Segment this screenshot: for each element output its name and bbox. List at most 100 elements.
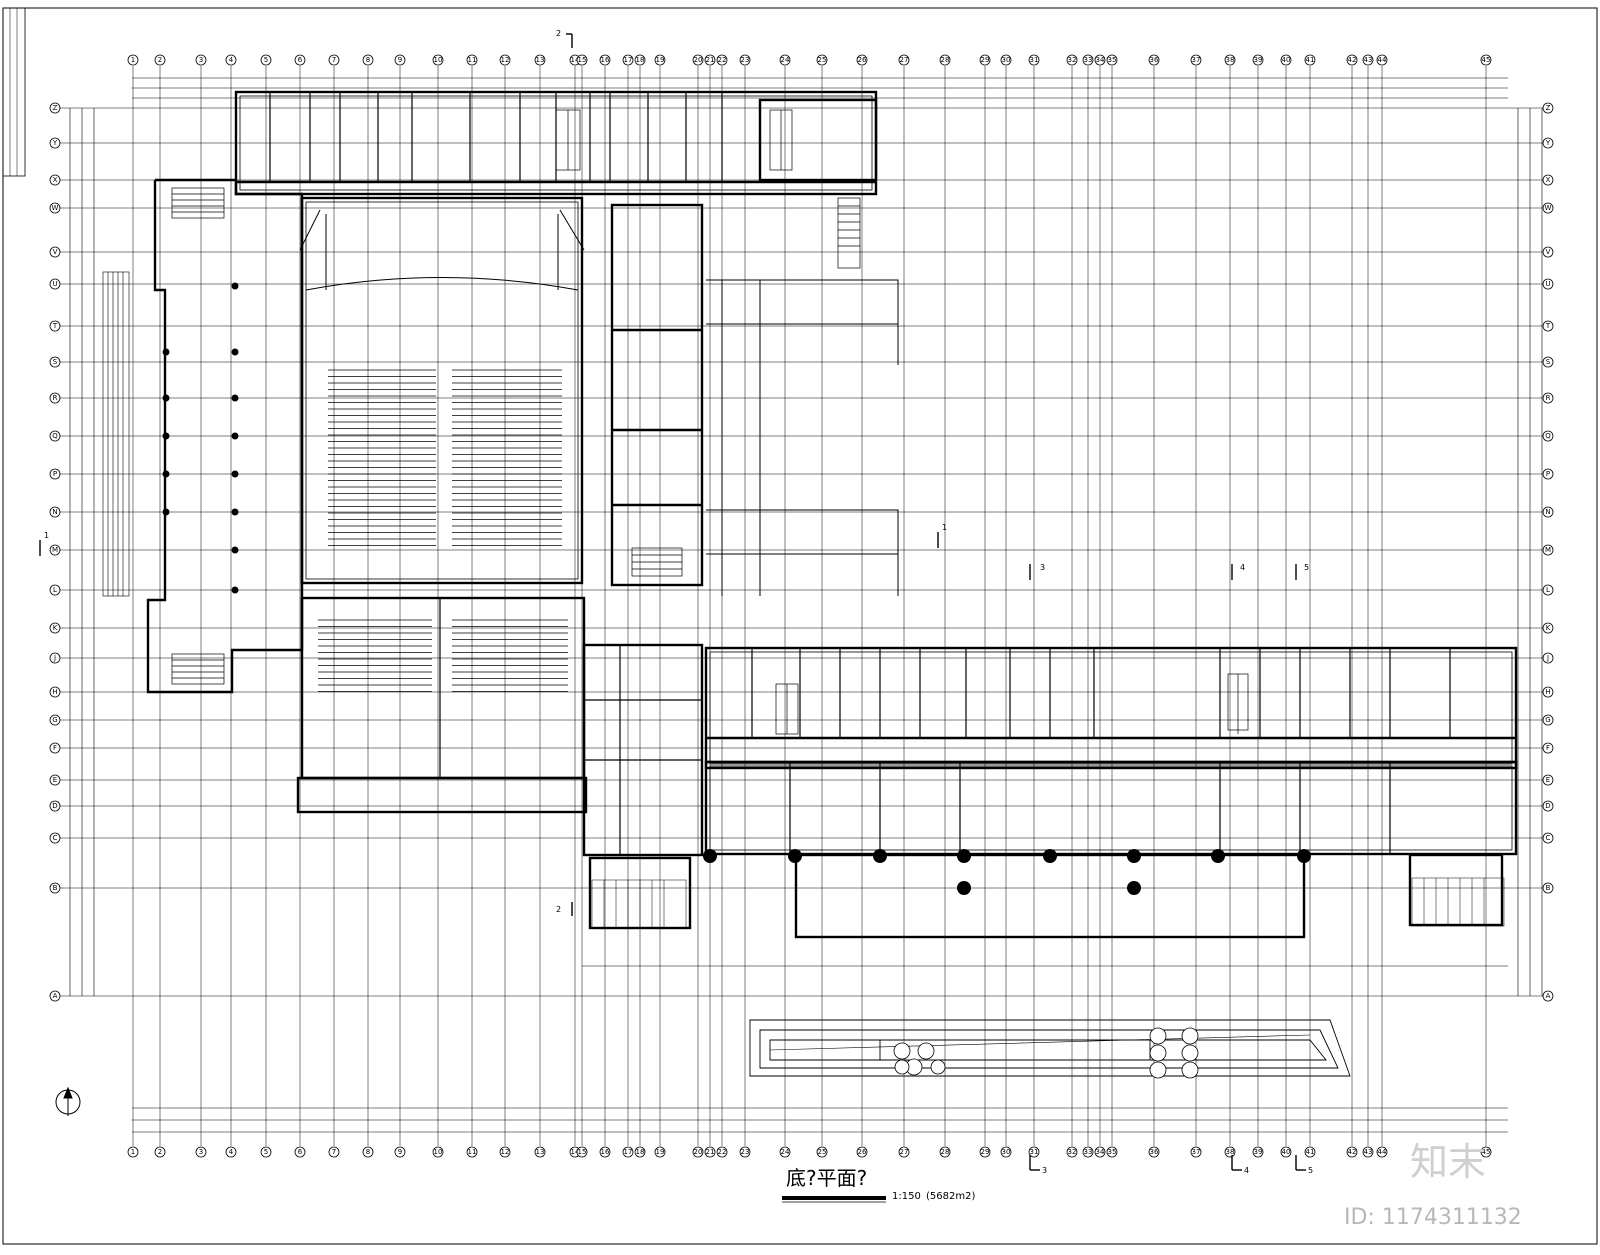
axis-bubble: 13 (534, 54, 546, 66)
axis-bubble: 36 (1148, 54, 1160, 66)
axis-bubble: X (1542, 174, 1554, 186)
svg-text:P: P (53, 470, 57, 478)
svg-text:45: 45 (1482, 1148, 1491, 1156)
svg-text:12: 12 (501, 1148, 510, 1156)
svg-text:1: 1 (44, 531, 49, 540)
axis-bubble: Y (1542, 137, 1554, 149)
axis-bubble: 26 (856, 54, 868, 66)
axis-bubble: 44 (1376, 1146, 1388, 1158)
svg-text:L: L (1546, 586, 1550, 594)
axis-bubble: 35 (1106, 54, 1118, 66)
axis-bubble: A (1542, 990, 1554, 1002)
svg-text:38: 38 (1226, 56, 1235, 64)
svg-text:M: M (52, 546, 58, 554)
axis-bubble: 44 (1376, 54, 1388, 66)
svg-text:L: L (53, 586, 57, 594)
axis-bubble: 39 (1252, 54, 1264, 66)
svg-text:K: K (1546, 624, 1551, 632)
landscape-podium (749, 1019, 1351, 1077)
axis-bubble: 23 (739, 1146, 751, 1158)
axis-bubble: 27 (898, 54, 910, 66)
svg-text:36: 36 (1150, 56, 1159, 64)
svg-text:10: 10 (434, 56, 443, 64)
svg-text:42: 42 (1348, 1148, 1357, 1156)
axis-bubble: 4 (225, 1146, 237, 1158)
axis-bubble: E (1542, 774, 1554, 786)
svg-text:Y: Y (1545, 139, 1551, 147)
axis-bubble: Z (49, 102, 61, 114)
axis-bubble: 40 (1280, 54, 1292, 66)
axis-bubble: 20 (692, 54, 704, 66)
axis-bubble: G (1542, 714, 1554, 726)
drawing-scale: 1:150 (892, 1191, 921, 1202)
svg-text:R: R (1546, 394, 1551, 402)
svg-text:15: 15 (578, 1148, 587, 1156)
left-dimension-chains (69, 108, 95, 996)
svg-text:9: 9 (398, 56, 402, 64)
svg-text:44: 44 (1378, 1148, 1387, 1156)
axis-bubble: 22 (716, 54, 728, 66)
svg-text:V: V (1546, 248, 1551, 256)
axis-bubble: 9 (394, 1146, 406, 1158)
svg-text:43: 43 (1364, 1148, 1373, 1156)
axis-bubble: 41 (1304, 54, 1316, 66)
axis-bubble: 24 (779, 54, 791, 66)
svg-text:20: 20 (694, 56, 703, 64)
axis-bubble: 29 (979, 1146, 991, 1158)
axis-bubble: H (1542, 686, 1554, 698)
axis-bubble: 26 (856, 1146, 868, 1158)
svg-text:2: 2 (556, 29, 561, 38)
axis-bubble: 32 (1066, 1146, 1078, 1158)
svg-text:2: 2 (556, 905, 561, 914)
svg-text:Q: Q (1545, 432, 1551, 440)
svg-text:18: 18 (636, 1148, 645, 1156)
svg-text:3: 3 (199, 1148, 203, 1156)
svg-text:39: 39 (1254, 1148, 1263, 1156)
watermark: 知末 ID: 1174311132 (1344, 1140, 1522, 1230)
svg-text:8: 8 (366, 56, 370, 64)
axis-bubble: E (49, 774, 61, 786)
svg-text:D: D (52, 802, 57, 810)
svg-text:14: 14 (571, 56, 580, 64)
svg-text:N: N (1545, 508, 1550, 516)
axis-bubble: 1 (127, 54, 139, 66)
svg-text:5: 5 (1308, 1166, 1313, 1175)
svg-text:5: 5 (264, 1148, 268, 1156)
axis-bubble: Y (49, 137, 61, 149)
covered-walkway (706, 279, 899, 596)
svg-text:40: 40 (1282, 1148, 1291, 1156)
axis-bubble: 3 (195, 54, 207, 66)
svg-text:9: 9 (398, 1148, 402, 1156)
axis-bubble: 3 (195, 1146, 207, 1158)
axis-bubble: 29 (979, 54, 991, 66)
watermark-brand: 知末 (1410, 1140, 1486, 1184)
axis-bubble: P (49, 468, 61, 480)
axis-bubble: F (1542, 742, 1554, 754)
axis-bubble: 15 (576, 54, 588, 66)
svg-text:12: 12 (501, 56, 510, 64)
svg-text:37: 37 (1192, 1148, 1201, 1156)
portico-columns (703, 849, 1311, 895)
svg-text:11: 11 (468, 56, 477, 64)
svg-text:37: 37 (1192, 56, 1201, 64)
axis-bubble: 10 (432, 54, 444, 66)
svg-text:42: 42 (1348, 56, 1357, 64)
axis-bubble: 43 (1362, 1146, 1374, 1158)
axis-bubble: B (1542, 882, 1554, 894)
svg-text:4: 4 (1244, 1166, 1249, 1175)
axis-bubble: 12 (499, 1146, 511, 1158)
svg-text:1: 1 (131, 56, 135, 64)
svg-text:23: 23 (741, 1148, 750, 1156)
horizontal-axis-grid (50, 107, 1546, 997)
stairwells (171, 109, 1249, 735)
svg-text:H: H (1545, 688, 1550, 696)
svg-text:28: 28 (941, 1148, 950, 1156)
svg-text:E: E (1546, 776, 1550, 784)
svg-text:S: S (1546, 358, 1551, 366)
svg-text:5: 5 (264, 56, 268, 64)
svg-text:32: 32 (1068, 1148, 1077, 1156)
svg-text:10: 10 (434, 1148, 443, 1156)
svg-text:17: 17 (624, 1148, 633, 1156)
svg-text:25: 25 (818, 56, 827, 64)
